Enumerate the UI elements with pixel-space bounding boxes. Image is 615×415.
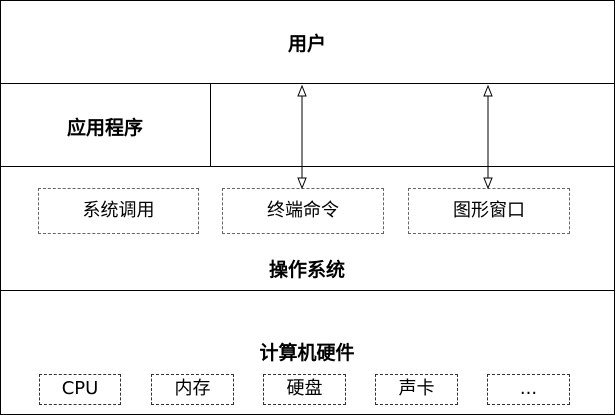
syscall-box: 系统调用 xyxy=(38,188,199,234)
user-layer xyxy=(0,0,615,84)
application-layer xyxy=(0,83,615,167)
hardware-more-box: ... xyxy=(487,374,570,405)
terminal-command-box: 终端命令 xyxy=(222,188,384,234)
hardware-disk-box: 硬盘 xyxy=(263,374,346,405)
hardware-cpu-box: CPU xyxy=(39,374,121,405)
hardware-sound-card-box: 声卡 xyxy=(375,374,458,405)
hardware-layer-title: 计算机硬件 xyxy=(259,342,355,364)
user-layer-title: 用户 xyxy=(287,33,326,55)
graphical-window-box: 图形窗口 xyxy=(408,188,570,234)
os-layer-title: 操作系统 xyxy=(268,259,345,281)
hardware-memory-box: 内存 xyxy=(151,374,234,405)
application-layer-divider xyxy=(210,84,211,166)
application-layer-title: 应用程序 xyxy=(66,117,143,139)
